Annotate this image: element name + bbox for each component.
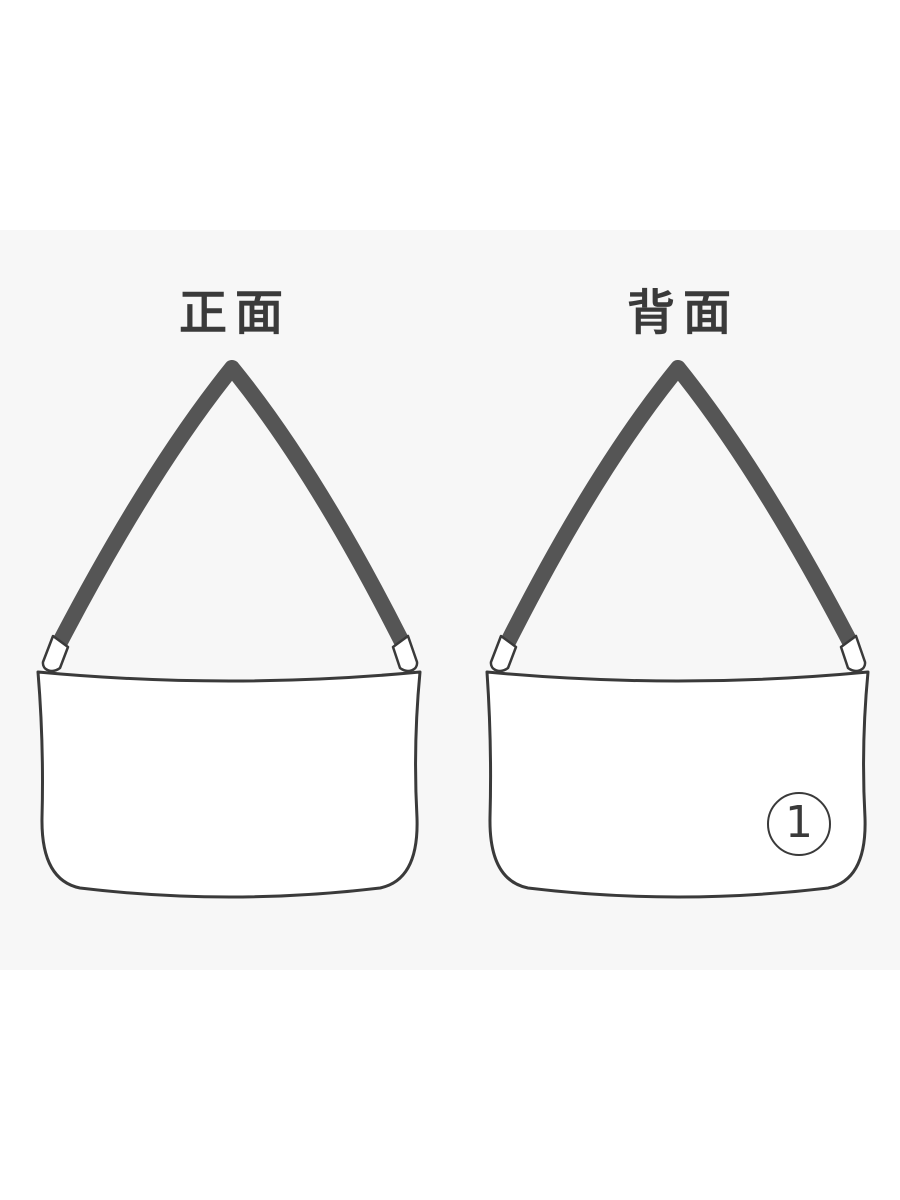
- back-bag-body: [485, 670, 870, 899]
- front-bag-strap-end-left: [41, 634, 70, 673]
- back-bag-strap: [500, 360, 858, 650]
- front-bag-strap: [52, 360, 410, 650]
- front-bag-strap-end-right: [391, 634, 419, 673]
- front-bag-body: [36, 670, 422, 899]
- back-view-label: 背面: [626, 285, 739, 341]
- front-bag: [36, 360, 422, 899]
- back-bag-strap-end-left: [489, 634, 518, 673]
- front-view-label: 正面: [178, 285, 291, 341]
- back-bag-strap-end-right: [839, 634, 867, 673]
- circled-number-marker: 1: [767, 792, 831, 856]
